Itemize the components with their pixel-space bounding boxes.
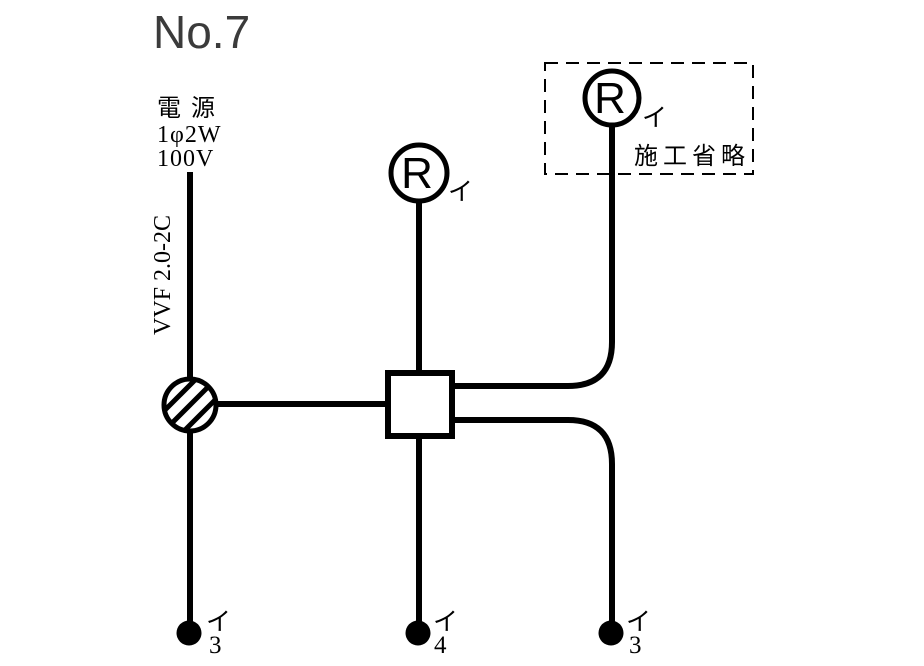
cable-type-label: VVF 2.0-2C: [150, 215, 176, 335]
lamp-receptacle-middle-circuit-tag: イ: [448, 179, 473, 206]
switch-right-circuit-tag: イ: [626, 609, 651, 636]
switch-right-symbol: [598, 620, 624, 646]
switch-middle-circuit-tag: イ: [433, 609, 458, 636]
wire-outletbox-to-right-switch: [450, 417, 615, 633]
switch-right-ways-label: 3: [629, 632, 642, 659]
power-source-label-line2: 1φ2W: [157, 122, 222, 148]
power-source-label-line3: 100V: [157, 146, 214, 172]
switch-left-ways-label: 3: [209, 632, 222, 659]
wire-outletbox-to-topright-lamp: [450, 126, 615, 389]
page-title: No.7: [153, 6, 250, 58]
lamp-receptacle-middle-symbol: [388, 142, 450, 204]
switch-left-symbol: [176, 620, 202, 646]
lamp-receptacle-topright-circuit-tag: イ: [642, 105, 667, 132]
power-source-label-line1: 電 源: [157, 95, 217, 122]
lamp-receptacle-topright-symbol: [582, 68, 642, 128]
outlet-box-symbol: [385, 370, 455, 439]
switch-left-circuit-tag: イ: [206, 609, 231, 636]
lamp-receptacle-middle-letter: R: [401, 149, 433, 198]
vvf-joint-box-hatching: [166, 381, 214, 429]
lamp-receptacle-topright-letter: R: [594, 74, 626, 123]
switch-middle-ways-label: 4: [434, 632, 447, 659]
omission-area-dashed-box: [544, 62, 754, 175]
switch-middle-symbol: [405, 620, 431, 646]
omission-area-label: 施工省略: [634, 143, 750, 170]
